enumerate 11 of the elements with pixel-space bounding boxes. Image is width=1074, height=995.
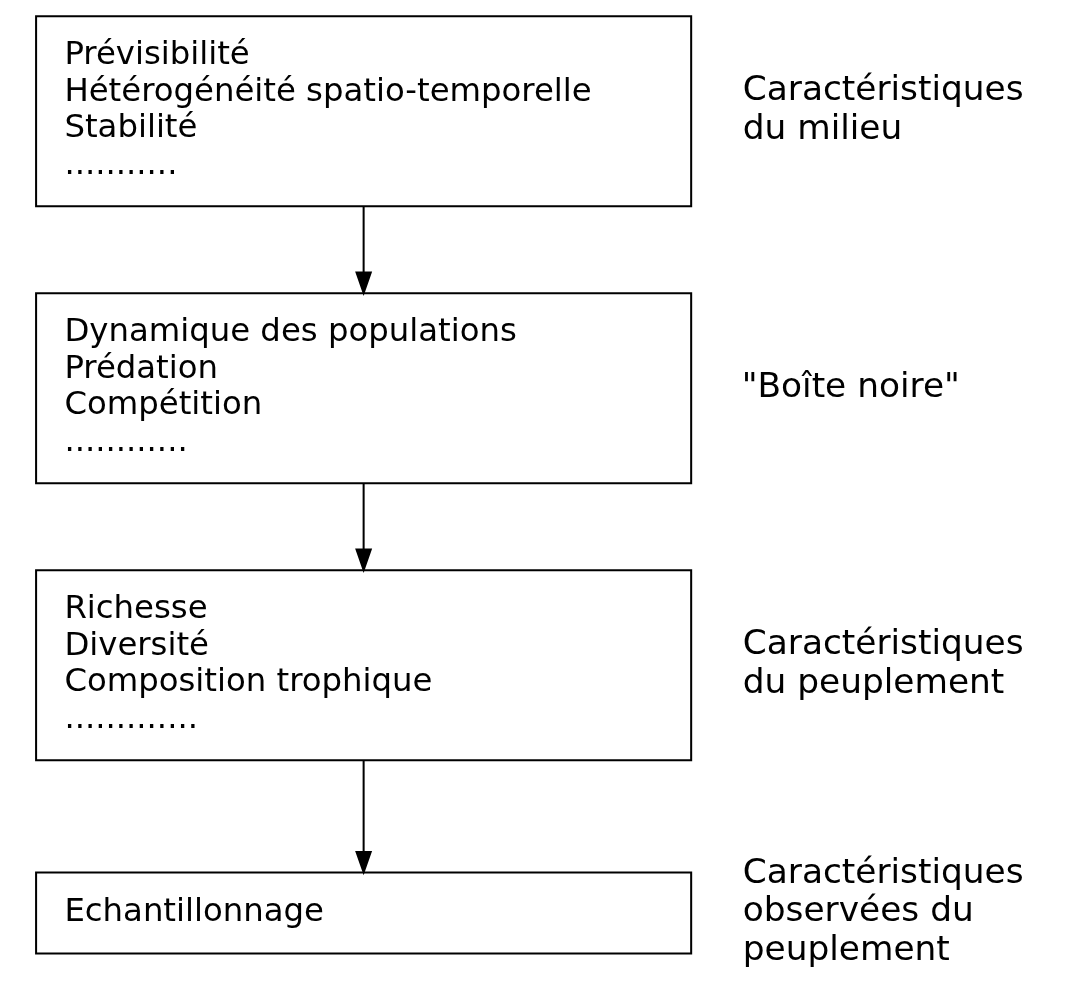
arrow (355, 483, 373, 573)
node-label: "Boîte noire" (741, 364, 960, 405)
arrow (355, 760, 373, 876)
node-label: Caractéristiques observées du peuplement (742, 850, 1024, 968)
arrow (355, 206, 373, 296)
node-label: Caractéristiques du milieu (742, 68, 1024, 147)
node-box: Richesse Diversité Composition trophique ............. (35, 569, 693, 762)
node-label: Caractéristiques du peuplement (742, 622, 1024, 701)
node-box: Dynamique des populations Prédation Compétition ............ (35, 292, 693, 485)
node-box: Echantillonnage (35, 871, 693, 955)
node-box: Prévisibilité Hétérogénéité spatio-temporelle Stabilité ........... (35, 15, 693, 208)
